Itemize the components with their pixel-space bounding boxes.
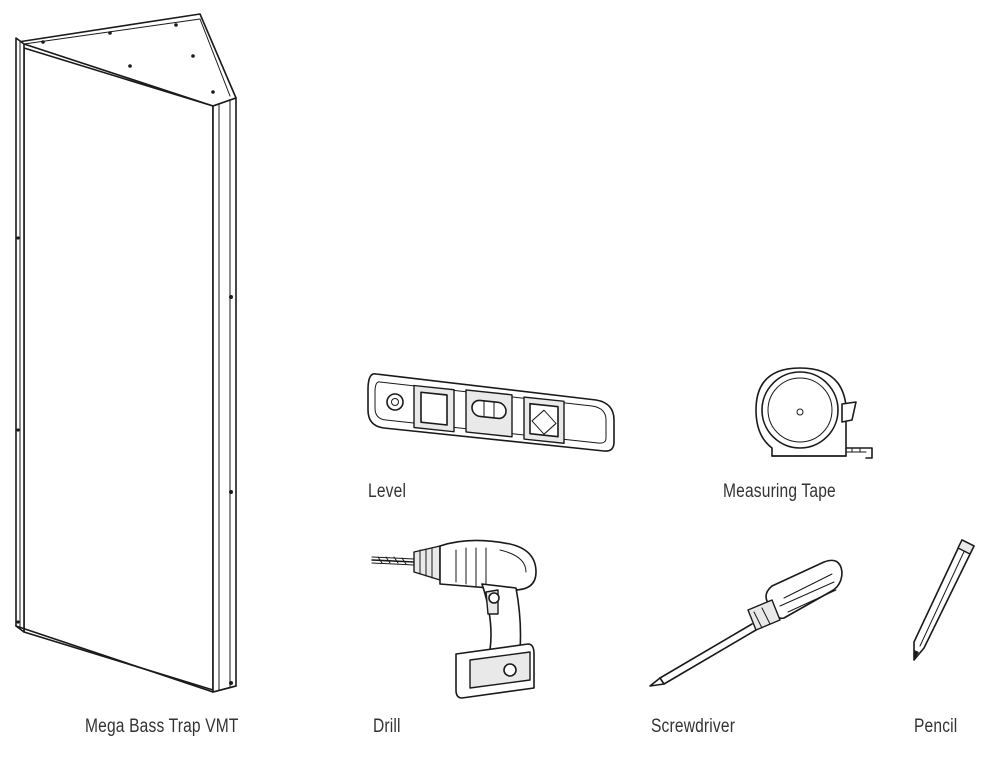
label-mega-bass-trap: Mega Bass Trap VMT [85,716,239,737]
label-drill: Drill [373,716,401,737]
label-level: Level [368,481,407,502]
label-screwdriver: Screwdriver [651,716,736,737]
label-measuring-tape: Measuring Tape [723,481,836,502]
label-pencil: Pencil [914,716,958,737]
